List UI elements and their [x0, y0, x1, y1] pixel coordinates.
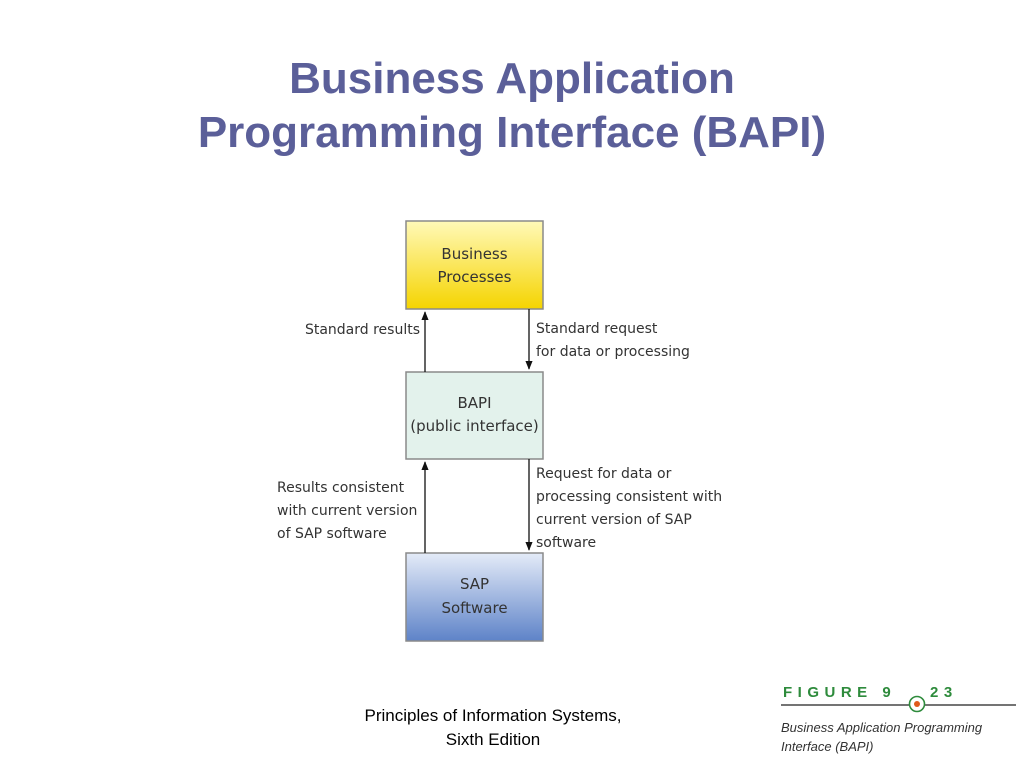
figure-dot-center-icon — [914, 701, 920, 707]
edge-label-results-consistent-line-1: Results consistent — [277, 480, 405, 496]
edge-label-request-consistent-line-4: software — [536, 535, 596, 551]
bapi-line-2: (public interface) — [410, 417, 539, 435]
sap-software-line-2: Software — [441, 599, 507, 617]
edge-label-results-consistent-line-3: of SAP software — [277, 526, 387, 542]
edge-label-standard-request: Standard request for data or processing — [536, 321, 690, 360]
edge-label-request-consistent: Request for data or processing consisten… — [536, 466, 722, 551]
slide-title-line-2: Programming Interface (BAPI) — [197, 108, 827, 157]
edge-label-results-consistent-line-2: with current version — [277, 503, 417, 519]
sap-software-node: SAP Software — [405, 552, 544, 642]
figure-caption-line-2: Interface (BAPI) — [781, 739, 874, 754]
edge-label-request-consistent-line-2: processing consistent with — [536, 489, 722, 505]
edge-label-results-consistent: Results consistent with current version … — [277, 480, 417, 542]
footer-line-2: Sixth Edition — [445, 730, 541, 749]
slide-footer: Principles of Information Systems, Sixth… — [300, 704, 686, 752]
business-processes-node: Business Processes — [405, 220, 544, 310]
bapi-line-1: BAPI — [457, 394, 491, 412]
figure-label-left: FIGURE 9 — [783, 684, 896, 701]
slide-title-line-1: Business Application — [289, 54, 735, 103]
figure-caption-line-1: Business Application Programming — [781, 720, 983, 735]
edge-label-request-consistent-line-3: current version of SAP — [536, 512, 692, 528]
business-processes-line-1: Business — [441, 245, 507, 263]
sap-software-line-1: SAP — [460, 575, 489, 593]
edge-label-standard-results: Standard results — [305, 322, 420, 338]
figure-label: FIGURE 9 23 — [781, 684, 1016, 713]
slide-title: Business Application Programming Interfa… — [0, 52, 1024, 160]
footer-line-1: Principles of Information Systems, — [364, 706, 622, 725]
edge-label-standard-request-line-2: for data or processing — [536, 344, 690, 360]
bapi-node: BAPI (public interface) — [405, 371, 544, 460]
business-processes-line-2: Processes — [438, 268, 512, 286]
figure-caption: Business Application Programming Interfa… — [781, 718, 1021, 756]
figure-label-right: 23 — [930, 684, 958, 701]
edge-label-standard-request-line-1: Standard request — [536, 321, 658, 337]
edge-label-request-consistent-line-1: Request for data or — [536, 466, 672, 482]
